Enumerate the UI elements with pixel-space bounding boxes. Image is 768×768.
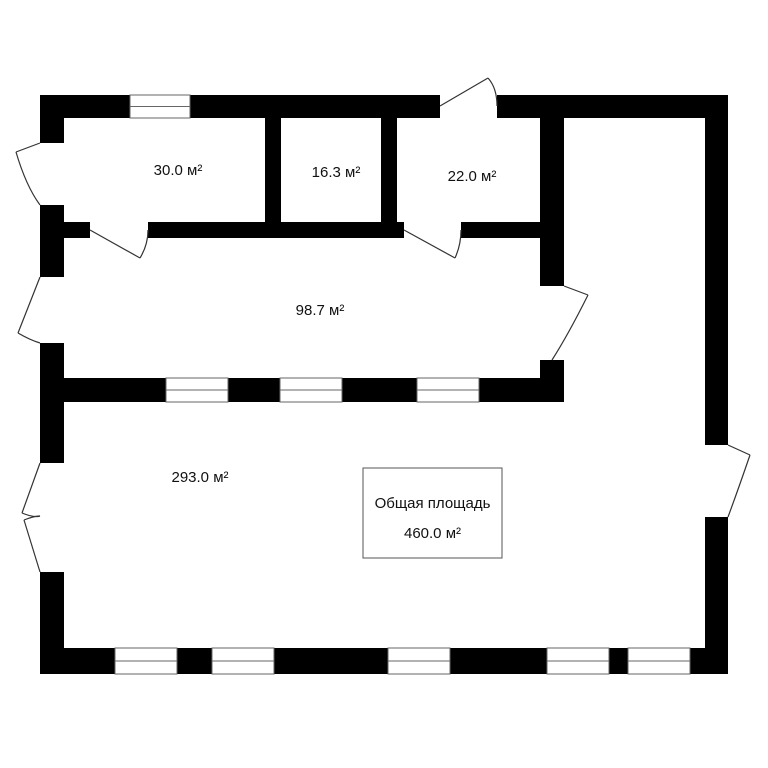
room-area-label: 293.0 м² bbox=[171, 469, 228, 486]
wall-left-2 bbox=[40, 205, 64, 277]
total-area-box: Общая площадь 460.0 м² bbox=[362, 467, 503, 559]
wall-inner-vertical-1 bbox=[540, 118, 564, 286]
wall-partition-2 bbox=[381, 118, 397, 225]
wall-corridor-top-c bbox=[461, 222, 561, 238]
wall-top-left bbox=[40, 95, 440, 118]
doors bbox=[15, 77, 751, 573]
window-bottom-3 bbox=[387, 647, 451, 675]
window-top bbox=[129, 94, 191, 119]
wall-right-2 bbox=[705, 517, 728, 674]
window-corridor-2 bbox=[279, 377, 343, 403]
wall-right-1 bbox=[705, 95, 728, 445]
window-corridor-3 bbox=[416, 377, 480, 403]
wall-corridor-top-a bbox=[64, 222, 90, 238]
room-area-label: 22.0 м² bbox=[448, 168, 497, 185]
wall-left-3 bbox=[40, 343, 64, 463]
door-corridor-right bbox=[551, 285, 589, 361]
room-area-label: 16.3 м² bbox=[312, 164, 361, 181]
window-bottom-5 bbox=[627, 647, 691, 675]
room-area-label: 30.0 м² bbox=[154, 162, 203, 179]
wall-left-1 bbox=[40, 95, 64, 143]
window-bottom-1 bbox=[114, 647, 178, 675]
total-area-value: 460.0 м² bbox=[404, 525, 461, 542]
door-room-30-corridor bbox=[89, 229, 149, 259]
door-hall-right bbox=[727, 444, 751, 518]
room-area-label: 98.7 м² bbox=[296, 302, 345, 319]
total-area-caption: Общая площадь bbox=[375, 495, 491, 512]
window-corridor-1 bbox=[165, 377, 229, 403]
door-top-entrance bbox=[439, 77, 498, 107]
door-room-30 bbox=[15, 142, 41, 206]
window-bottom-4 bbox=[546, 647, 610, 675]
wall-partition-1 bbox=[265, 118, 281, 225]
door-corridor-left bbox=[17, 276, 41, 344]
wall-top-right bbox=[497, 95, 728, 118]
windows bbox=[114, 94, 691, 675]
door-hall-left-double bbox=[21, 462, 41, 573]
door-room-22-corridor bbox=[403, 229, 462, 259]
wall-corridor-top-b bbox=[148, 222, 404, 238]
window-bottom-2 bbox=[211, 647, 275, 675]
